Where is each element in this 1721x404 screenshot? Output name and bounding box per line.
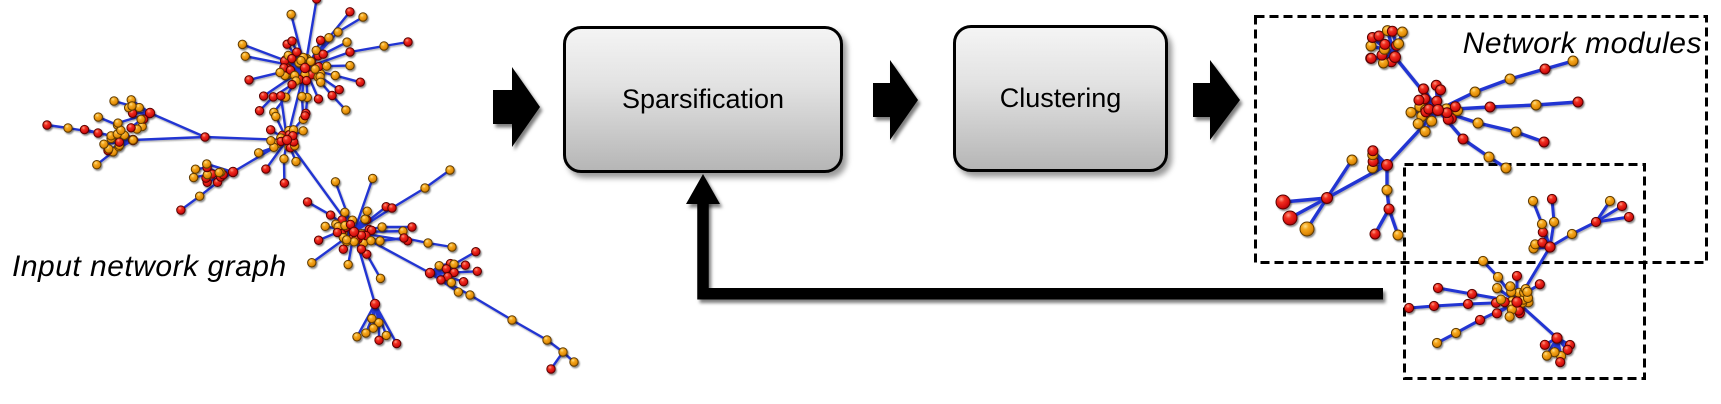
flow-arrow-input-to-sparsification: [493, 67, 540, 147]
feedback-arrow: [686, 174, 1383, 300]
input-network-graph: [42, 0, 579, 374]
network-modules-boxes: [1254, 15, 1708, 380]
sparsification-label: Sparsification: [621, 84, 785, 114]
flow-arrow-clustering-to-modules: [1193, 60, 1240, 140]
network-modules-label: Network modules: [1462, 27, 1702, 60]
clustering-box: Clustering: [953, 25, 1168, 172]
network-modules-inner-box: [1403, 163, 1646, 380]
sparsification-box: Sparsification: [563, 26, 843, 173]
flow-arrows: [493, 60, 1240, 147]
clustering-label: Clustering: [999, 83, 1122, 113]
feedback-arrow-line: [697, 199, 1383, 300]
flow-arrow-sparsification-to-clustering: [873, 60, 918, 140]
module-2-graph: [1403, 193, 1635, 368]
network-modules-outer-box: [1254, 15, 1708, 264]
module-1-graph: [1275, 25, 1584, 241]
feedback-arrowhead-icon: [686, 174, 720, 204]
input-network-label: Input network graph: [12, 250, 287, 283]
